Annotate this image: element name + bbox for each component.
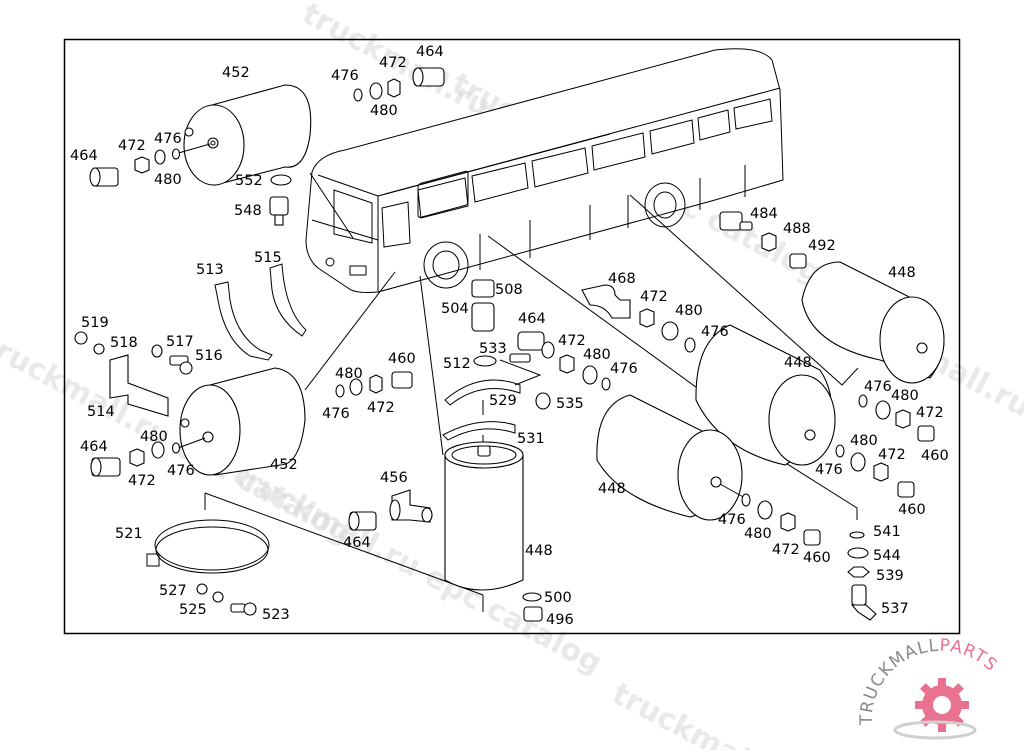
callout: 472 xyxy=(878,447,906,463)
air-tank-448-vertical xyxy=(444,441,543,622)
callout: 476 xyxy=(154,131,182,147)
callout: 519 xyxy=(81,315,109,331)
callout: 515 xyxy=(254,250,282,266)
callout: 452 xyxy=(270,457,298,473)
callout: 472 xyxy=(772,542,800,558)
callout: 552 xyxy=(235,173,263,189)
callout: 504 xyxy=(441,301,469,317)
bracket-513-515 xyxy=(214,263,307,361)
callout: 476 xyxy=(610,361,638,377)
callout: 472 xyxy=(367,400,395,416)
fittings-upper-center xyxy=(353,67,445,102)
callout: 460 xyxy=(898,502,926,518)
callout: 456 xyxy=(380,470,408,486)
callout: 548 xyxy=(234,203,262,219)
callout: 472 xyxy=(558,333,586,349)
callout: 518 xyxy=(110,335,138,351)
callout: 513 xyxy=(196,262,224,278)
bus-outline xyxy=(305,48,784,293)
callout-labels: 452 476 472 464 480 464 472 476 480 552 … xyxy=(70,44,949,628)
callout: 492 xyxy=(808,238,836,254)
callout: 516 xyxy=(195,348,223,364)
callout: 464 xyxy=(70,148,98,164)
callout: 521 xyxy=(115,526,143,542)
clamps-529-531 xyxy=(442,379,521,450)
strap-521 xyxy=(146,519,270,616)
gear-icon xyxy=(915,678,969,732)
callout: 472 xyxy=(640,289,668,305)
callout: 472 xyxy=(118,138,146,154)
callout: 460 xyxy=(388,351,416,367)
callout: 476 xyxy=(322,406,350,422)
callout: 448 xyxy=(784,355,812,371)
callout: 468 xyxy=(608,271,636,287)
leader-lines xyxy=(204,172,859,612)
callout: 452 xyxy=(222,65,250,81)
fittings-right-upper xyxy=(581,211,807,353)
callout: 448 xyxy=(598,481,626,497)
callout: 480 xyxy=(154,172,182,188)
callout: 476 xyxy=(815,462,843,478)
callout: 480 xyxy=(891,388,919,404)
callout: 476 xyxy=(701,324,729,340)
callout: 472 xyxy=(128,473,156,489)
watermark: truckmall.ru epc catalog xyxy=(226,456,607,681)
callout: 537 xyxy=(881,601,909,617)
callout: 464 xyxy=(416,44,444,60)
air-tank-452-lower xyxy=(177,367,306,476)
callout: 531 xyxy=(517,431,545,447)
callout: 517 xyxy=(166,334,194,350)
callout: 527 xyxy=(159,583,187,599)
callout: 508 xyxy=(495,282,523,298)
callout: 472 xyxy=(916,405,944,421)
callout: 480 xyxy=(850,433,878,449)
callout: 484 xyxy=(750,206,778,222)
fittings-lower-left xyxy=(90,441,181,477)
callout: 480 xyxy=(744,526,772,542)
callout: 514 xyxy=(87,404,115,420)
callout: 480 xyxy=(140,429,168,445)
callout: 480 xyxy=(583,347,611,363)
callout: 544 xyxy=(873,548,901,564)
callout: 539 xyxy=(876,568,904,584)
callout: 523 xyxy=(262,607,290,623)
callout: 448 xyxy=(525,543,553,559)
callout: 476 xyxy=(331,68,359,84)
air-tank-448-middle xyxy=(695,324,836,466)
callout: 512 xyxy=(443,356,471,372)
logo-text-right: PARTS xyxy=(939,636,1001,676)
callout: 529 xyxy=(489,393,517,409)
fittings-upper-left xyxy=(89,148,292,226)
air-tank-448-lower xyxy=(596,394,746,521)
callout: 480 xyxy=(675,303,703,319)
callout: 488 xyxy=(783,221,811,237)
callout: 464 xyxy=(518,311,546,327)
callout: 480 xyxy=(370,103,398,119)
callout: 476 xyxy=(864,379,892,395)
callout: 496 xyxy=(546,612,574,628)
callout: 476 xyxy=(718,512,746,528)
diagram-frame xyxy=(63,38,961,635)
callout: 460 xyxy=(921,448,949,464)
air-tank-452-upper xyxy=(174,84,312,186)
truckmall-parts-logo: TRUCKMALLPARTS xyxy=(857,636,1001,740)
callout: 500 xyxy=(544,590,572,606)
fittings-456-464 xyxy=(348,489,433,531)
callout: 472 xyxy=(379,55,407,71)
callout: 535 xyxy=(556,396,584,412)
callout: 541 xyxy=(873,524,901,540)
air-tank-448-right-upper xyxy=(801,261,945,384)
callout: 525 xyxy=(179,602,207,618)
bracket-514 xyxy=(74,331,193,417)
callout: 448 xyxy=(888,265,916,281)
callout: 480 xyxy=(335,366,363,382)
callout: 464 xyxy=(80,439,108,455)
callout: 533 xyxy=(479,341,507,357)
fittings-right-lower xyxy=(741,394,935,621)
callout: 460 xyxy=(803,550,831,566)
callout: 476 xyxy=(167,463,195,479)
callout: 464 xyxy=(343,535,371,551)
fittings-center xyxy=(335,279,611,410)
